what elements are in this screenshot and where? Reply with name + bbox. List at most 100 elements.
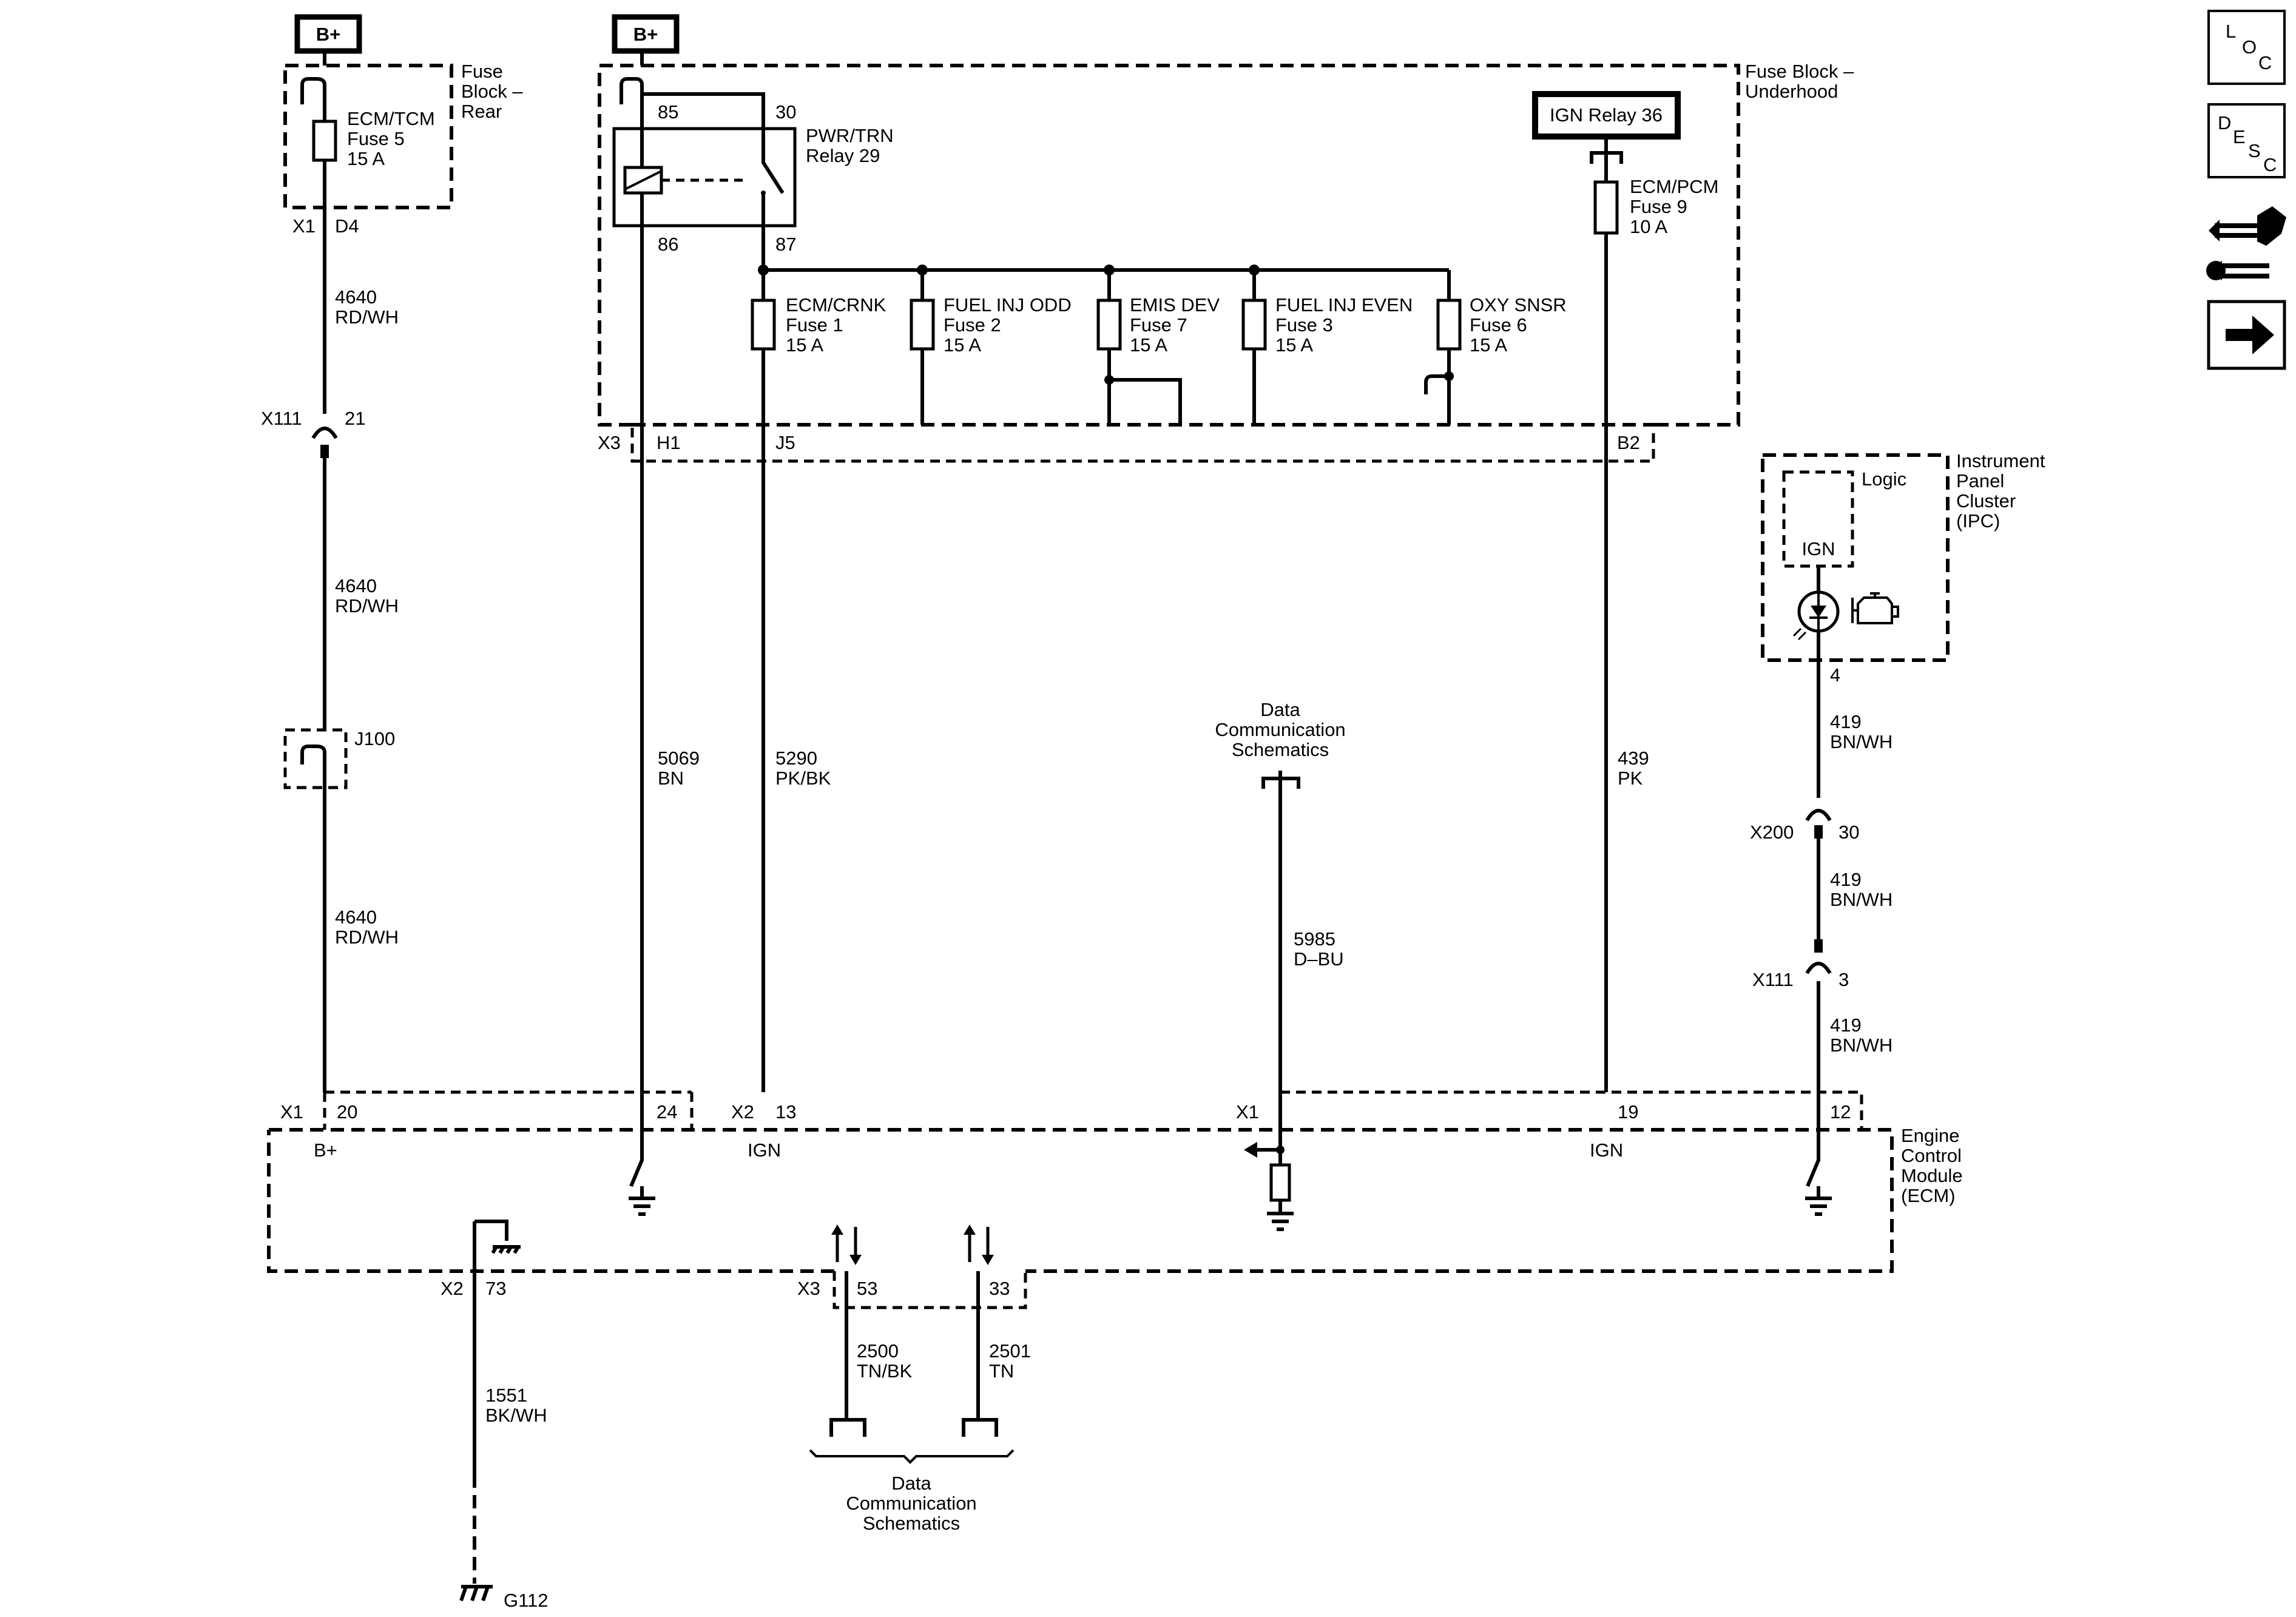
data-comm-link-top[interactable]: Data Communication Schematics: [1215, 699, 1346, 789]
wire-419-color: BN/WH: [1830, 731, 1893, 752]
loc-letter-c: C: [2258, 52, 2272, 73]
relay-pin-30: 30: [775, 101, 796, 123]
data-comm-bottom-l3[interactable]: Schematics: [863, 1513, 960, 1534]
x200-pin: 30: [1838, 822, 1859, 843]
ecm-x1b-label: X1: [1236, 1101, 1259, 1122]
bplus-right-box: B+: [612, 14, 680, 54]
fuse-block-rear-title-2: Block –: [461, 81, 523, 102]
pwr-trn-relay: [612, 127, 797, 228]
relay-name: PWR/TRN: [806, 125, 894, 146]
ecm-tcm-fuse-name: ECM/TCM: [347, 108, 435, 129]
ecm-pin-20: 20: [337, 1101, 357, 1122]
ecm-tcm-fuse-rating: 15 A: [347, 148, 385, 169]
engine-control-module: Engine Control Module (ECM) X1 20 B+ 24 …: [267, 1090, 1963, 1309]
fuse-oxy-snsr-name: OXY SNSR: [1470, 294, 1567, 316]
desc-letter-c: C: [2263, 154, 2277, 175]
ecm-ign-label-b: IGN: [1590, 1139, 1623, 1161]
x3-pin-h1: H1: [657, 432, 681, 453]
x200-connector: X200 30: [1750, 809, 1859, 843]
d4-pin-label: D4: [335, 215, 359, 237]
wire-419-number-3: 419: [1830, 1014, 1862, 1036]
desc-letter-d: D: [2218, 112, 2231, 133]
x111-left-connector: X111 21: [261, 408, 365, 458]
ecm-pin-13: 13: [775, 1101, 796, 1122]
wire-2500-color: TN/BK: [857, 1360, 913, 1382]
wire-4640-color-3: RD/WH: [335, 927, 399, 948]
connector-repair-icon: [2206, 206, 2286, 280]
fuse-block-underhood-title-2: Underhood: [1745, 81, 1838, 102]
engine-icon: [1851, 592, 1899, 624]
loc-letter-o: O: [2242, 36, 2257, 58]
desc-icon: D E S C: [2218, 112, 2277, 175]
wire-419-color-3: BN/WH: [1830, 1035, 1893, 1056]
j100-splice: J100: [283, 728, 395, 789]
fuse-fuel-inj-odd: FUEL INJ ODD Fuse 2 15 A: [910, 270, 1072, 425]
x200-label: X200: [1750, 822, 1794, 843]
next-page-button[interactable]: [2207, 300, 2286, 370]
fuse-fuel-inj-even-number: Fuse 3: [1275, 314, 1333, 336]
ipc-logic-label: Logic: [1862, 468, 1906, 490]
ecm-x2b-label: X2: [441, 1278, 464, 1299]
x111-left-label: X111: [261, 408, 302, 429]
desc-button[interactable]: D E S C: [2207, 103, 2286, 178]
loc-icon: L O C: [2226, 21, 2272, 73]
ign-relay-label: IGN Relay 36: [1550, 104, 1663, 126]
fuse-block-rear-title-3: Rear: [461, 101, 502, 122]
ecm-title-4: (ECM): [1901, 1185, 1956, 1206]
wire-419-color-2: BN/WH: [1830, 889, 1893, 910]
connector-repair-button[interactable]: [2206, 206, 2286, 280]
fuse-ecm-crnk-rating: 15 A: [786, 334, 823, 356]
data-comm-top-l2[interactable]: Communication: [1215, 719, 1345, 740]
wire-2501-number: 2501: [989, 1340, 1031, 1362]
wire-439-number: 439: [1618, 748, 1649, 769]
ecm-ign-label-a: IGN: [748, 1139, 781, 1161]
data-comm-link-bottom[interactable]: Data Communication Schematics: [809, 1449, 1015, 1534]
relay-pin-87: 87: [775, 234, 796, 255]
ecm-tcm-fuse: [312, 120, 337, 162]
data-comm-bottom-l1[interactable]: Data: [891, 1473, 931, 1494]
ecm-tcm-fuse-number: Fuse 5: [347, 128, 405, 149]
bplus-left-box: B+: [294, 14, 362, 54]
ecm-bplus-label: B+: [314, 1139, 337, 1161]
wire-4640-color-2: RD/WH: [335, 595, 399, 616]
fuse-fuel-inj-odd-rating: 15 A: [944, 334, 981, 356]
ecm-x3-label: X3: [797, 1278, 820, 1299]
data-comm-bottom-l2[interactable]: Communication: [846, 1493, 976, 1514]
ecm-pin-73: 73: [485, 1278, 506, 1299]
wire-5290-color: PK/BK: [775, 768, 831, 789]
wire-1551-color: BK/WH: [485, 1405, 547, 1426]
desc-letter-e: E: [2233, 126, 2246, 147]
ecm-pin-33: 33: [989, 1278, 1010, 1299]
data-arrows-33: [964, 1224, 994, 1265]
fuse-emis-dev: EMIS DEV Fuse 7 15 A: [1096, 270, 1220, 425]
ipc-title-3: Cluster: [1956, 490, 2016, 511]
ipc-ign-label: IGN: [1801, 538, 1835, 559]
bplus-left-label: B+: [316, 24, 341, 45]
wire-2500-number: 2500: [857, 1340, 899, 1362]
fuse-emis-dev-name: EMIS DEV: [1130, 294, 1220, 316]
fuse-block-rear-title: Fuse: [461, 61, 503, 82]
ecm-title-1: Engine: [1901, 1125, 1960, 1146]
ecm-pin-12: 12: [1830, 1101, 1851, 1122]
j100-label: J100: [354, 728, 395, 749]
ipc-title-2: Panel: [1956, 470, 2004, 491]
wire-4640-number-3: 4640: [335, 906, 377, 928]
x111-right-pin: 3: [1838, 969, 1849, 990]
wire-5069-color: BN: [658, 768, 684, 789]
ecm-pcm-fuse-name: ECM/PCM: [1630, 176, 1718, 197]
fuse-oxy-snsr: OXY SNSR Fuse 6 15 A: [1424, 270, 1567, 425]
ecm-x2-label: X2: [731, 1101, 754, 1122]
fuse-fuel-inj-odd-name: FUEL INJ ODD: [944, 294, 1072, 316]
ipc-title-4: (IPC): [1956, 510, 2000, 532]
x3-pin-j5: J5: [775, 432, 795, 453]
x1-connector-label: X1: [292, 215, 316, 237]
wire-419-number-2: 419: [1830, 869, 1862, 890]
fuse-block-underhood-title: Fuse Block –: [1745, 61, 1854, 82]
loc-button[interactable]: L O C: [2207, 10, 2286, 85]
wire-5290-number: 5290: [775, 748, 817, 769]
data-comm-top-l3[interactable]: Schematics: [1232, 739, 1329, 760]
relay-pin-86: 86: [658, 234, 678, 255]
wire-4640-number-2: 4640: [335, 575, 377, 596]
data-comm-top-l1[interactable]: Data: [1260, 699, 1300, 720]
